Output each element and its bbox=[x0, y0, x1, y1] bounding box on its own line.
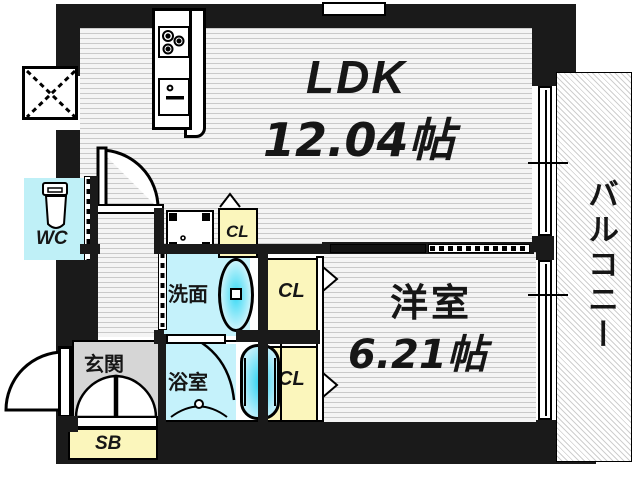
label-sb: SB bbox=[95, 433, 122, 454]
sliding-door-bedroom-marker bbox=[528, 294, 568, 296]
closet-lower-door-arrow[interactable] bbox=[322, 370, 339, 400]
label-bath: 浴室 bbox=[168, 370, 208, 394]
bath-drain-arc bbox=[170, 396, 228, 418]
entrance-door-swing[interactable] bbox=[4, 350, 66, 416]
partition-hallway-left bbox=[80, 260, 98, 340]
closet-upper-door-arrow[interactable] bbox=[322, 264, 339, 294]
sliding-door-ldk-marker bbox=[528, 162, 568, 164]
genkan-threshold bbox=[74, 416, 158, 428]
partition-closet-mid bbox=[258, 330, 320, 344]
room-balcony bbox=[556, 72, 632, 462]
label-ldk-area: 12.04帖 bbox=[263, 113, 455, 167]
label-bedroom-name: 洋室 bbox=[390, 281, 473, 325]
label-balcony: バルコニー bbox=[582, 178, 618, 353]
bathtub-inner-right bbox=[274, 358, 276, 406]
washroom-door[interactable] bbox=[158, 250, 167, 330]
washbasin-handle bbox=[230, 288, 242, 300]
partition-ldk-bottom bbox=[160, 244, 322, 254]
partition-genkan-right bbox=[158, 340, 166, 424]
wall-top bbox=[56, 4, 576, 28]
ldk-door-swing[interactable] bbox=[96, 146, 160, 210]
hallway-floor-2 bbox=[96, 208, 164, 254]
bath-shower-curve bbox=[200, 341, 240, 402]
label-ldk-name: LDK bbox=[306, 51, 407, 103]
bathtub-inner-left bbox=[244, 358, 246, 406]
partition-genkan-left bbox=[56, 416, 78, 432]
partition-hallway-right-2 bbox=[154, 330, 164, 344]
label-cl-upper: CL bbox=[278, 280, 305, 302]
label-cl-washroom: CL bbox=[226, 222, 249, 241]
partition-cl-column-top bbox=[258, 244, 268, 260]
partition-hallway-right bbox=[154, 208, 164, 254]
gas-stove-3-burner bbox=[158, 26, 190, 58]
genkan-double-door[interactable] bbox=[74, 374, 158, 419]
sliding-door-ldk-leaf bbox=[545, 90, 547, 232]
label-cl-lower: CL bbox=[278, 368, 305, 390]
label-bedroom-area: 6.21帖 bbox=[348, 332, 487, 378]
shoebox bbox=[68, 428, 158, 460]
kitchen-sink bbox=[158, 78, 190, 116]
hallway-floor bbox=[96, 252, 164, 337]
bath-door[interactable] bbox=[166, 334, 226, 344]
sliding-door-bedroom-leaf bbox=[545, 264, 547, 416]
closet-washroom-marker bbox=[218, 192, 242, 208]
pipe-shaft-x-box bbox=[22, 66, 78, 120]
bedroom-partition-door-dashed[interactable] bbox=[428, 244, 530, 253]
label-genkan: 玄関 bbox=[84, 352, 124, 376]
bedroom-partition-door[interactable] bbox=[330, 244, 426, 253]
room-bedroom-floor bbox=[324, 252, 536, 422]
window-top bbox=[322, 2, 386, 16]
label-washroom: 洗面 bbox=[168, 282, 208, 306]
toilet-fixture bbox=[38, 182, 74, 234]
partition-wc-right bbox=[90, 176, 98, 266]
label-wc: WC bbox=[36, 228, 68, 249]
wall-left-upper bbox=[56, 4, 80, 76]
entrance-door-leaf[interactable] bbox=[58, 346, 72, 418]
